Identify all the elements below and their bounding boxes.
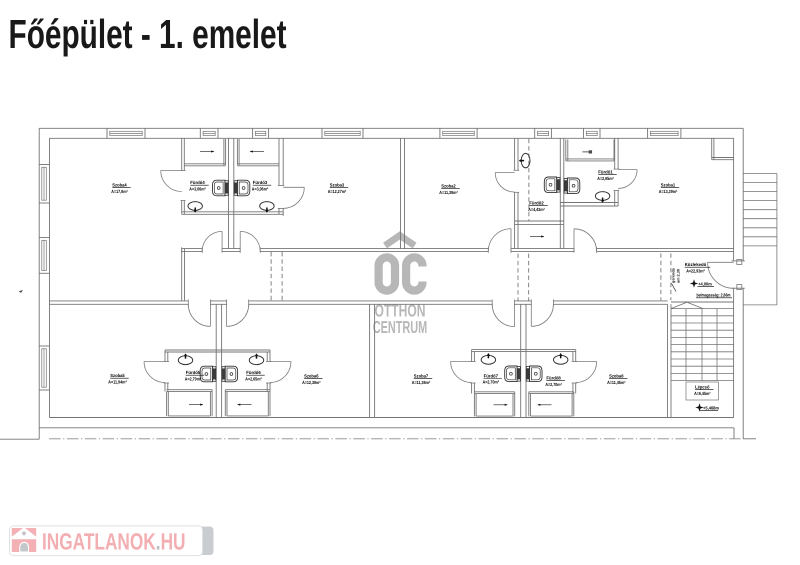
svg-text:Fürdő1: Fürdő1 — [598, 170, 613, 175]
svg-text:A=11,45m²: A=11,45m² — [607, 380, 626, 385]
svg-text:A=22,93m²: A=22,93m² — [686, 268, 705, 273]
svg-text:Szoba4: Szoba4 — [112, 183, 127, 188]
svg-text:Szoba6: Szoba6 — [304, 374, 319, 379]
svg-text:Fürdő7: Fürdő7 — [484, 373, 499, 378]
svg-text:Fürdő3: Fürdő3 — [253, 180, 268, 185]
svg-text:OTTHON: OTTHON — [375, 300, 426, 320]
svg-text:INGATLANOK.HU: INGATLANOK.HU — [42, 529, 185, 555]
svg-text:belmagasság: 2,66m: belmagasság: 2,66m — [697, 293, 731, 298]
svg-text:A=2,70m²: A=2,70m² — [545, 382, 562, 387]
svg-text:Szoba2: Szoba2 — [441, 184, 456, 189]
svg-text:Szoba5: Szoba5 — [110, 373, 125, 378]
svg-text:A=2,79m²: A=2,79m² — [185, 376, 202, 381]
svg-text:A=2,70m²: A=2,70m² — [483, 380, 500, 385]
svg-text:gerenda: gerenda — [672, 267, 676, 283]
svg-text:A=12,27m²: A=12,27m² — [328, 189, 347, 194]
svg-text:A=11,94m²: A=11,94m² — [108, 379, 127, 384]
svg-text:A=6,45m²: A=6,45m² — [694, 391, 711, 396]
svg-text:Szoba1: Szoba1 — [661, 183, 676, 188]
svg-text:+5,468m: +5,468m — [703, 405, 719, 410]
svg-text:Szoba8: Szoba8 — [609, 374, 624, 379]
svg-text:+4,00m: +4,00m — [698, 281, 712, 286]
svg-text:Főépület - 1. emelet: Főépület - 1. emelet — [9, 11, 287, 57]
svg-text:Fürdő6: Fürdő6 — [246, 370, 261, 375]
svg-text:A=4,43m²: A=4,43m² — [528, 207, 545, 212]
svg-text:A=3,06m²: A=3,06m² — [252, 186, 269, 191]
svg-text:A=17,8m²: A=17,8m² — [111, 189, 128, 194]
svg-text:Fürdő8: Fürdő8 — [546, 376, 561, 381]
svg-text:A=11,38m²: A=11,38m² — [439, 190, 458, 195]
svg-text:Fürdő4: Fürdő4 — [190, 180, 205, 185]
svg-text:Közlekedő: Közlekedő — [685, 262, 707, 267]
svg-text:Szoba3: Szoba3 — [330, 183, 345, 188]
svg-text:A=13,39m²: A=13,39m² — [659, 189, 678, 194]
svg-text:A=2,85m²: A=2,85m² — [597, 176, 614, 181]
svg-text:CENTRUM: CENTRUM — [373, 317, 428, 337]
svg-text:Fürdő2: Fürdő2 — [529, 201, 544, 206]
svg-text:A=12,38m²: A=12,38m² — [302, 380, 321, 385]
svg-text:A=11,36m²: A=11,36m² — [412, 380, 431, 385]
svg-text:Lépcső: Lépcső — [695, 385, 710, 390]
svg-text:am 2,30: am 2,30 — [677, 269, 681, 283]
svg-text:Szoba7: Szoba7 — [414, 374, 429, 379]
svg-text:A=2,65m²: A=2,65m² — [245, 376, 262, 381]
svg-text:A=3,06m²: A=3,06m² — [189, 186, 206, 191]
svg-text:Fürdő5: Fürdő5 — [186, 370, 201, 375]
